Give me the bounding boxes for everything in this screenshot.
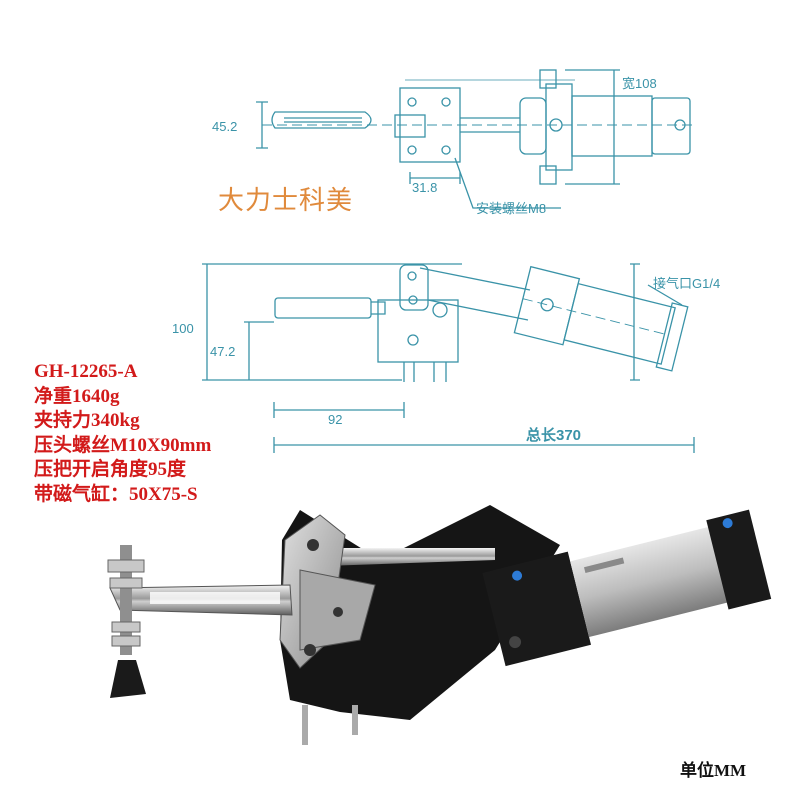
product-photo [107,505,772,745]
mount-screw-label: 安装螺丝M8 [476,201,546,216]
dim-arm-length: 92 [328,412,342,427]
spec-weight: 净重1640g [34,385,120,407]
dim-top-height: 45.2 [212,119,237,134]
dim-side-height: 100 [172,321,194,336]
spec-model: GH-12265-A [34,361,138,382]
spec-cylinder: 带磁气缸：50X75-S [34,483,198,505]
unit-label: 单位MM [680,761,747,780]
air-port-label: 接气口G1/4 [653,276,720,291]
dim-mount-spacing: 31.8 [412,180,437,195]
dim-top-width: 宽108 [622,76,657,91]
spec-list: GH-12265-A 净重1640g 夹持力340kg 压头螺丝M10X90mm… [34,360,211,507]
brand-label: 大力士科美 [218,186,354,216]
spec-clamping-force: 夹持力340kg [34,410,140,431]
dim-arm-height: 47.2 [210,344,235,359]
top-view-drawing [256,69,692,209]
dim-total-length: 总长370 [526,426,581,444]
spec-opening-angle: 压把开启角度95度 [34,459,187,480]
side-view-drawing [202,263,695,453]
spec-spindle-screw: 压头螺丝M10X90mm [34,434,212,456]
